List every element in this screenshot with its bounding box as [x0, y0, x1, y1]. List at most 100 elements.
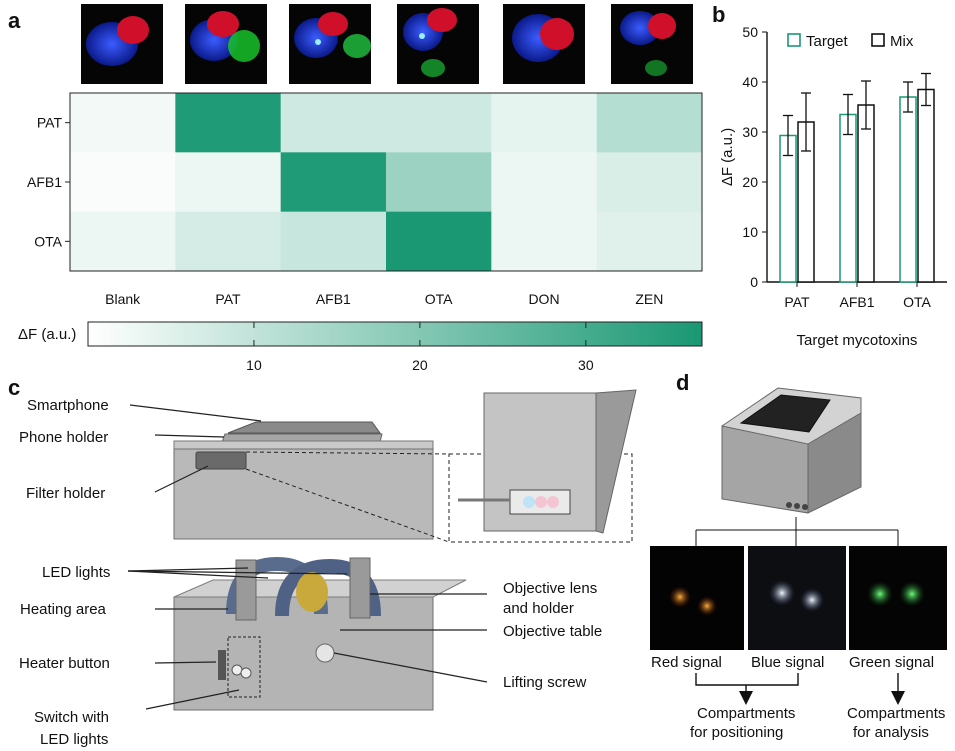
thumbnail-afb1 — [289, 4, 371, 84]
smartphone-shape — [227, 421, 381, 434]
filter-holder-shape — [195, 451, 247, 470]
label-phone-holder: Phone holder — [19, 429, 108, 446]
thumbnail-row — [81, 4, 693, 84]
label-switch-line2: LED lights — [40, 731, 108, 748]
label-led-lights: LED lights — [42, 564, 110, 581]
legend-swatch — [787, 33, 801, 47]
colorbar-tick-label: 10 — [246, 357, 262, 373]
objective-lens — [296, 572, 328, 612]
x-axis-label: Target mycotoxins — [797, 332, 918, 349]
heatmap-frame — [69, 92, 703, 272]
heatmap-cell — [596, 152, 703, 213]
bar — [839, 113, 857, 283]
heatmap-column-label: Blank — [105, 291, 141, 307]
thumbnail-pat — [185, 4, 267, 84]
heatmap-column-label: ZEN — [635, 291, 663, 307]
thumbnail-blank — [81, 4, 163, 84]
label-blue-signal: Blue signal — [751, 654, 824, 671]
heatmap-cell — [280, 152, 387, 213]
heatmap-column-label: DON — [528, 291, 559, 307]
bar — [917, 88, 935, 283]
y-tick-label: 10 — [742, 224, 758, 240]
x-tick-label: OTA — [903, 294, 931, 310]
heatmap-cell — [70, 93, 176, 153]
thumbnail-don — [503, 4, 585, 84]
x-tick-label: PAT — [784, 294, 810, 310]
heatmap-cell — [280, 93, 387, 153]
legend-label: Mix — [890, 33, 914, 50]
heatmap-cell — [175, 93, 282, 153]
panel-label-a: a — [8, 8, 21, 33]
blue-signal-image — [748, 546, 846, 650]
heatmap-cell — [491, 93, 598, 153]
red-signal-image — [650, 546, 744, 650]
y-tick-label: 50 — [742, 24, 758, 40]
lifting-screw-shape — [315, 643, 335, 663]
label-output2-line1: Compartments — [847, 705, 945, 722]
panel-label-b: b — [712, 2, 725, 27]
panel-label-c: c — [8, 375, 20, 400]
x-tick-label: AFB1 — [839, 294, 874, 310]
bar-chart: 0 10 20 30 40 50 ΔF (a.u.) PAT AFB1 OTA Target myc… — [719, 24, 947, 349]
y-tick-label: 30 — [742, 124, 758, 140]
legend-swatch — [871, 33, 885, 47]
label-objective-table: Objective table — [503, 623, 602, 640]
heatmap-cell — [596, 211, 703, 272]
label-red-signal: Red signal — [651, 654, 722, 671]
bar — [857, 104, 875, 283]
colorbar-tick-label: 30 — [578, 357, 594, 373]
y-tick-label: 40 — [742, 74, 758, 90]
legend-label: Target — [806, 33, 849, 50]
colorbar-tick-label: 20 — [412, 357, 428, 373]
heatmap-cell — [175, 211, 282, 272]
colorbar-label: ΔF (a.u.) — [18, 326, 76, 343]
switch-box — [227, 636, 261, 698]
label-heating-area: Heating area — [20, 601, 107, 618]
label-green-signal: Green signal — [849, 654, 934, 671]
label-filter-holder: Filter holder — [26, 485, 105, 502]
label-switch-line1: Switch with — [34, 709, 109, 726]
colorbar-gradient — [87, 321, 703, 347]
heatmap-cell — [596, 93, 703, 153]
thumbnail-zen — [611, 4, 693, 84]
panel-d-device — [695, 387, 899, 546]
heatmap-row-label: AFB1 — [27, 174, 62, 190]
green-signal-image — [849, 546, 947, 650]
heater-button-shape — [218, 650, 226, 680]
label-objective-lens-line2: and holder — [503, 600, 574, 617]
heatmap-cell — [386, 152, 492, 213]
colorbar: ΔF (a.u.) 10 20 30 — [18, 321, 703, 373]
bar — [779, 134, 797, 283]
signal-connectors — [695, 673, 905, 705]
label-output1-line1: Compartments — [697, 705, 795, 722]
thumbnail-ota — [397, 4, 479, 84]
label-smartphone: Smartphone — [27, 397, 109, 414]
heatmap-row-label: PAT — [37, 115, 63, 131]
heatmap-column-label: OTA — [425, 291, 453, 307]
heatmap-cell — [70, 211, 176, 272]
heatmap-cell — [491, 152, 598, 213]
label-objective-lens-line1: Objective lens — [503, 580, 597, 597]
heatmap-column-label: PAT — [215, 291, 241, 307]
heatmap-column-label: AFB1 — [316, 291, 351, 307]
heatmap-cell — [386, 211, 492, 272]
label-heater-button: Heater button — [19, 655, 110, 672]
heatmap-cell — [70, 152, 176, 213]
signal-images — [650, 546, 947, 650]
heatmap-row-label: OTA — [34, 233, 62, 249]
heatmap-cell — [175, 152, 282, 213]
panel-label-d: d — [676, 370, 689, 395]
label-output2-line2: for analysis — [853, 724, 929, 741]
bar — [899, 96, 917, 283]
heatmap-cell — [386, 93, 492, 153]
heatmap-cell — [491, 211, 598, 272]
label-output1-line2: for positioning — [690, 724, 783, 741]
label-lifting-screw: Lifting screw — [503, 674, 587, 691]
y-tick-label: 20 — [742, 174, 758, 190]
heatmap-cell — [280, 211, 387, 272]
y-tick-label: 0 — [750, 274, 758, 290]
lower-box — [173, 596, 434, 711]
y-axis-label: ΔF (a.u.) — [719, 128, 736, 186]
